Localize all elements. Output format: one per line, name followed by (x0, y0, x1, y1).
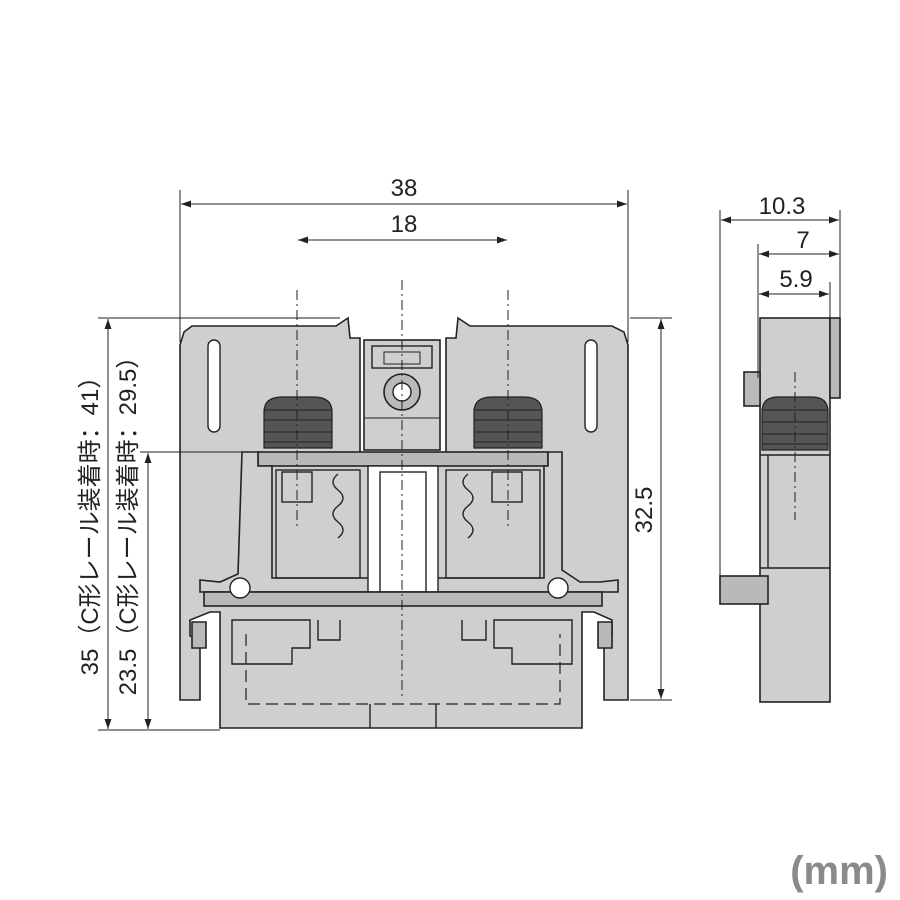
left-latch (191, 621, 207, 649)
left-terminal-screw (263, 396, 333, 449)
rail-notches (317, 620, 487, 641)
dim-7-label: 7 (796, 227, 809, 254)
left-slot (207, 339, 221, 433)
c-rail-dashed (245, 634, 561, 705)
front-view (179, 280, 629, 729)
center-channel (367, 465, 439, 593)
right-latch (597, 621, 613, 649)
side-cap (829, 317, 841, 399)
dim-23-5-label: 23.5（C形レール装着時：29.5） (115, 345, 142, 696)
right-terminal-screw (473, 396, 543, 449)
terminal-bar (257, 451, 549, 467)
unit-label: (mm) (790, 849, 888, 893)
left-cavity (275, 469, 361, 579)
side-terminal-screw (761, 396, 829, 451)
rail-plate (203, 591, 603, 607)
dim-32-5-label: 32.5 (631, 487, 658, 534)
right-rail-hook (493, 619, 573, 665)
dim-10-3-label: 10.3 (759, 193, 806, 220)
dim-5-9-label: 5.9 (779, 266, 812, 293)
dim-35-label: 35（C形レール装着時：41） (77, 365, 104, 676)
side-dimensions: 10.3 7 5.9 (719, 193, 841, 580)
right-rivet (547, 577, 569, 599)
dim-38-label: 38 (391, 175, 418, 202)
right-clamp (491, 471, 523, 503)
dim-18-label: 18 (391, 211, 418, 238)
side-rail-clip (719, 575, 769, 605)
rail-foot (369, 704, 437, 728)
right-cavity (445, 469, 541, 579)
left-spring (332, 473, 344, 539)
side-view (719, 317, 841, 703)
side-tab (743, 371, 761, 407)
left-rail-hook (231, 619, 311, 665)
right-slot (584, 339, 598, 433)
right-spring (462, 473, 474, 539)
left-rivet (229, 577, 251, 599)
front-dimensions: 38 18 32.5 35（C形レール装着時：41） 23.5（C形レール装着時… (77, 175, 672, 731)
